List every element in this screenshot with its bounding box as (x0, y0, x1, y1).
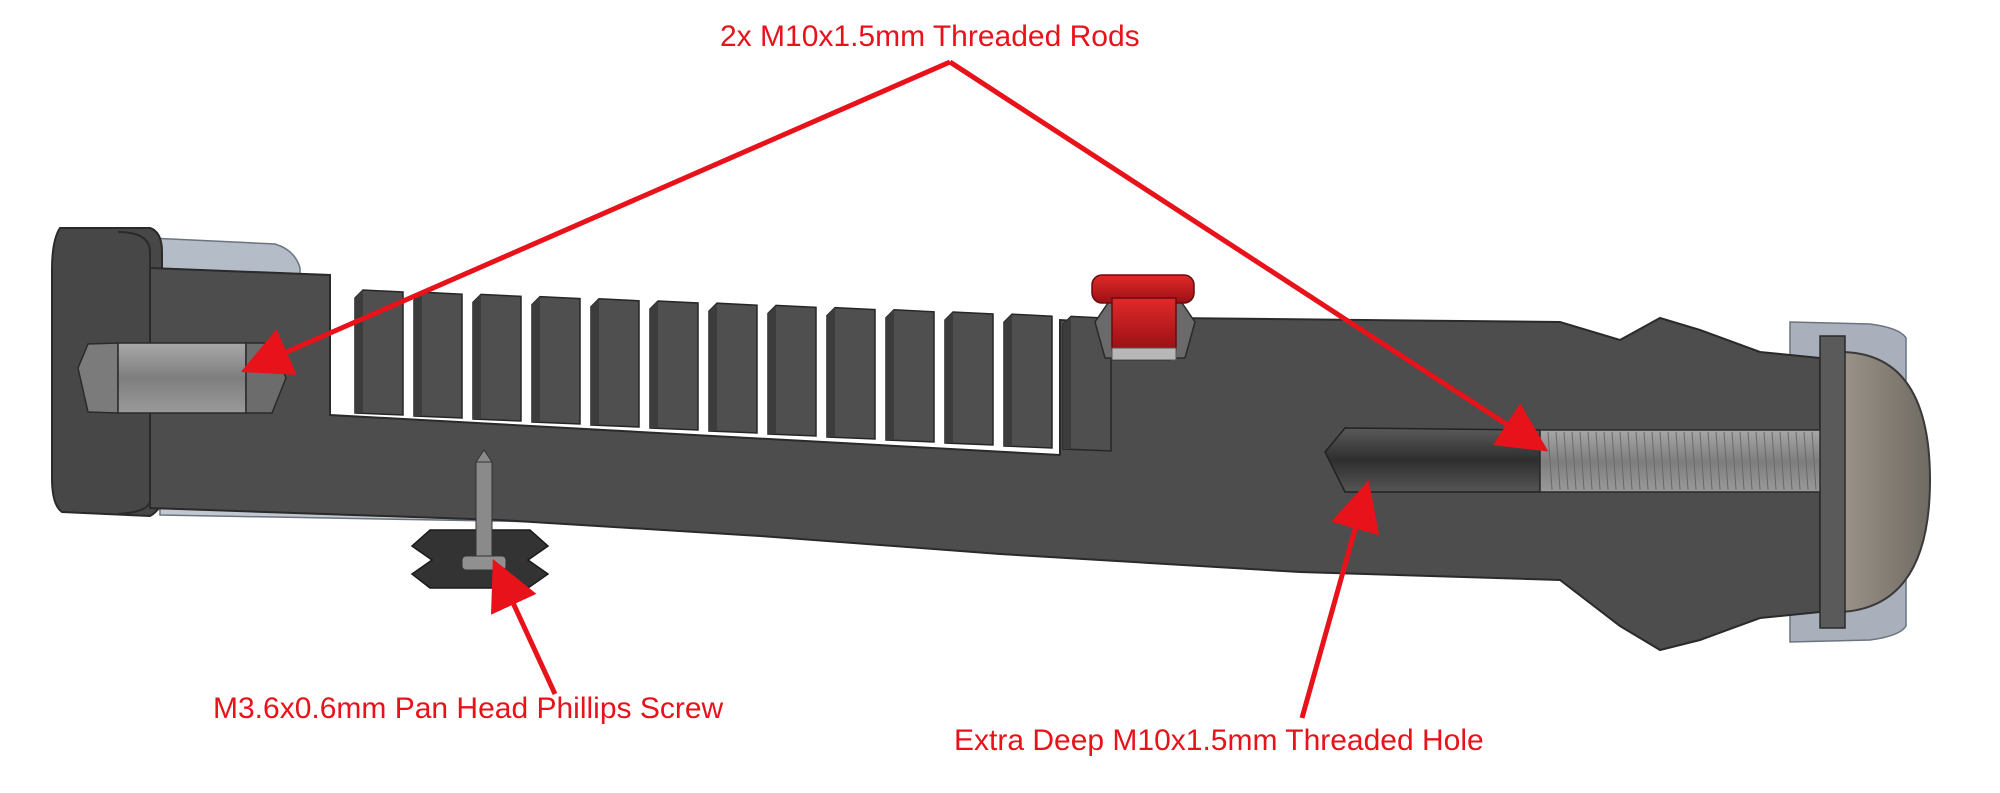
cooling-fin-side (650, 301, 658, 428)
arrow-to-left-rod (240, 59, 952, 375)
right-threaded-hole (1324, 427, 1856, 494)
red-activation-button (1091, 274, 1196, 361)
cooling-fins (354, 289, 1112, 452)
label-pan-head-screw: M3.6x0.6mm Pan Head Phillips Screw (213, 692, 724, 725)
cooling-fin-side (709, 303, 717, 431)
cooling-fin-side (886, 309, 894, 440)
emitter-cap (1819, 335, 1932, 629)
label-threaded-hole: Extra Deep M10x1.5mm Threaded Hole (954, 724, 1484, 757)
cooling-fin-side (355, 290, 363, 413)
cooling-fin-side (827, 307, 835, 437)
cooling-fin-side (473, 294, 481, 419)
arrow-to-right-rod (948, 59, 1549, 452)
arrow-to-screw (491, 558, 558, 696)
cooling-fin-side (414, 292, 422, 416)
cooling-fin-side (532, 296, 540, 422)
label-threaded-rods: 2x M10x1.5mm Threaded Rods (720, 20, 1140, 53)
cooling-fin-side (768, 305, 776, 434)
annotation-arrows (240, 59, 1549, 719)
cooling-fin-side (945, 312, 953, 443)
cooling-fin-side (1004, 314, 1012, 446)
left-threaded-rod (77, 342, 287, 414)
cooling-fin-side (1063, 316, 1071, 449)
arrow-to-deep-hole (1299, 480, 1380, 719)
cooling-fin-side (591, 298, 599, 425)
